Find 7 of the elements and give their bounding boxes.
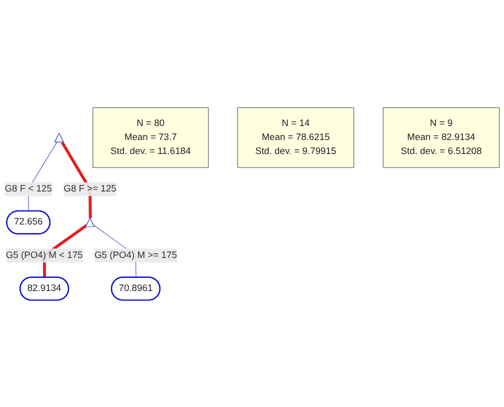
edge-label: G5 (PO4) M >= 175 xyxy=(94,250,177,260)
edge-label: G8 F < 125 xyxy=(4,184,52,194)
node-box: N = 9 Mean = 82.9134 Std. dev. = 6.51208 xyxy=(382,107,500,168)
node-box: N = 14 Mean = 78.6215 Std. dev. = 9.79915 xyxy=(237,107,354,168)
node-box: N = 80 Mean = 73.7 Std. dev. = 11.6184 xyxy=(92,107,209,168)
edge-label: G5 (PO4) M < 175 xyxy=(6,250,83,260)
edge-label: G8 F >= 125 xyxy=(64,184,116,194)
